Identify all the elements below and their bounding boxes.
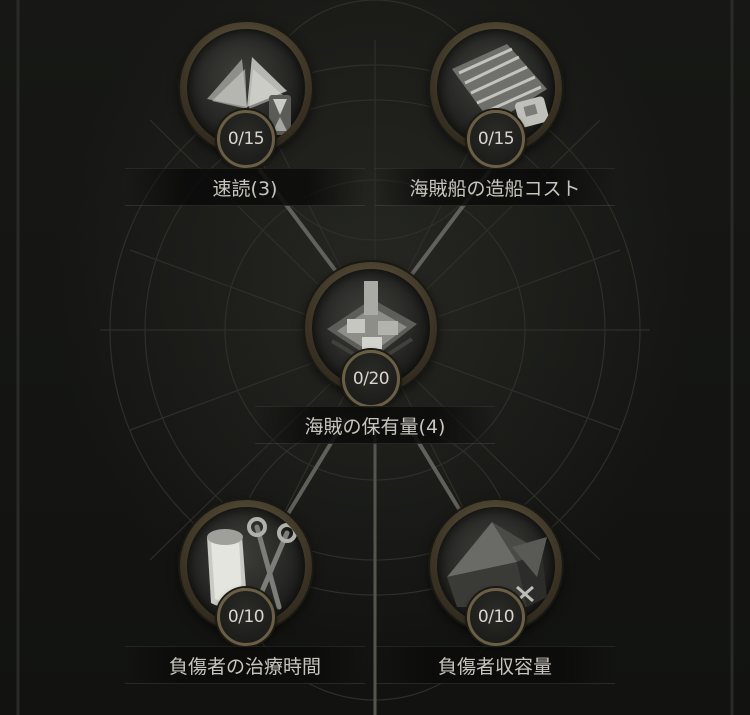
skill-label-heal-time: 負傷者の治療時間: [125, 646, 365, 684]
progress-badge: 0/15: [467, 110, 525, 168]
progress-badge: 0/15: [217, 110, 275, 168]
skill-label-speed-reading: 速読(3): [125, 168, 365, 206]
skill-label-pirate-capacity: 海賊の保有量(4): [255, 406, 495, 444]
ship-hull-icon: [452, 44, 549, 128]
skill-label-wounded-capacity: 負傷者収容量: [375, 646, 615, 684]
tent-icon: [447, 522, 547, 607]
skill-node-ship-cost[interactable]: 0/15: [430, 22, 562, 168]
book-hourglass-icon: [207, 57, 291, 135]
bandage-scissors-icon: [207, 517, 297, 610]
skill-label-ship-cost: 海賊船の造船コスト: [375, 168, 615, 206]
progress-badge: 0/20: [342, 350, 400, 408]
progress-badge: 0/10: [467, 588, 525, 646]
skill-node-pirate-capacity[interactable]: 0/20: [305, 262, 437, 408]
skill-node-wounded-capacity[interactable]: 0/10: [430, 500, 562, 646]
fortress-icon: [327, 281, 417, 368]
progress-badge: 0/10: [217, 588, 275, 646]
skill-node-heal-time[interactable]: 0/10: [180, 500, 312, 646]
skill-node-speed-reading[interactable]: 0/15: [180, 22, 312, 168]
